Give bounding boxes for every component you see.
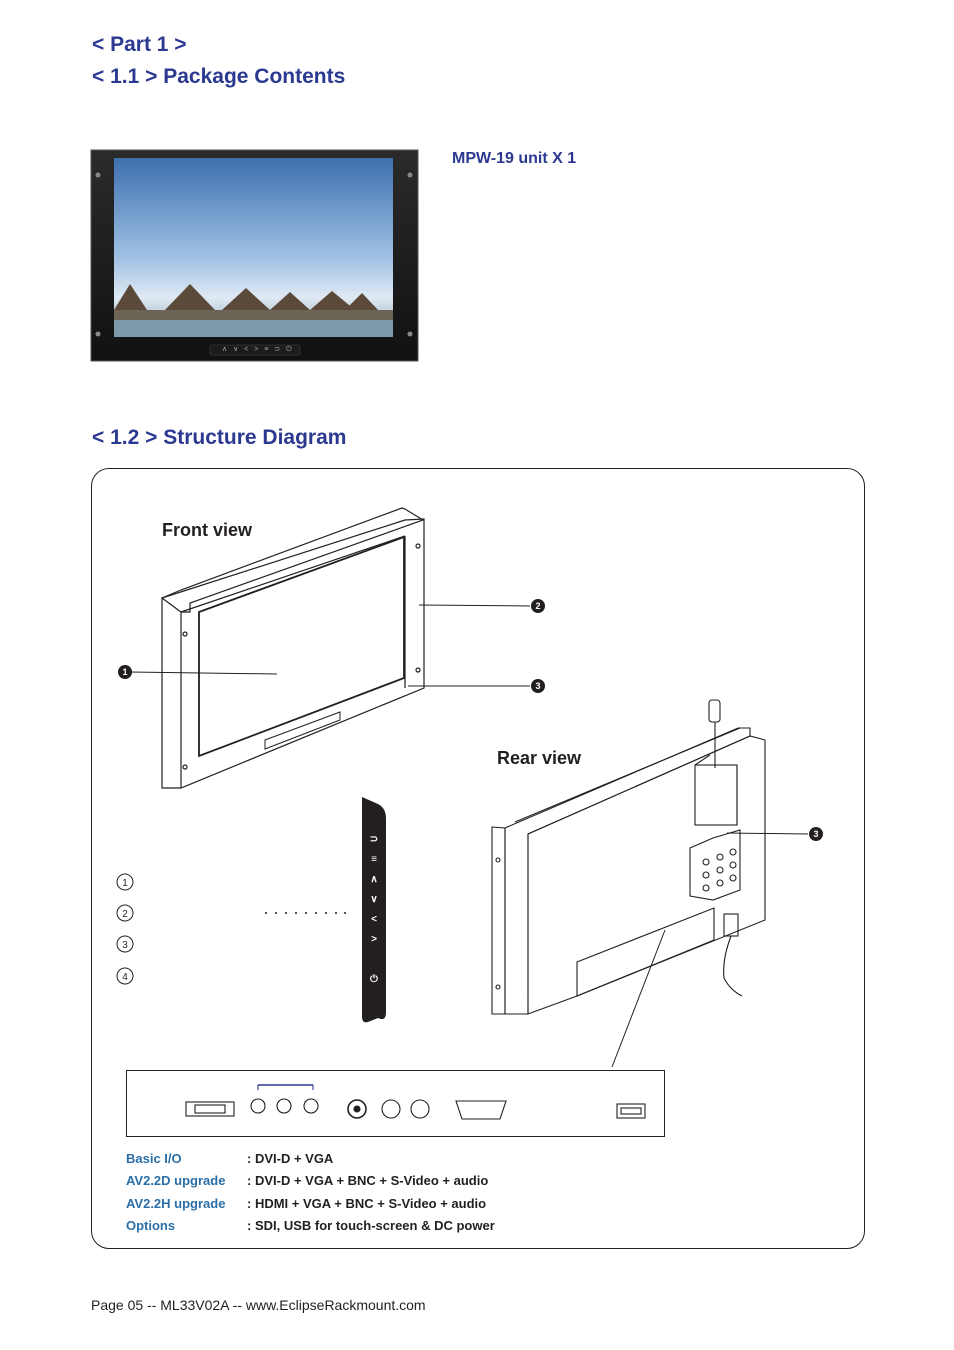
left-icon: < xyxy=(371,914,377,925)
up-icon: ∧ xyxy=(370,874,378,885)
front-view-label: Front view xyxy=(162,520,253,540)
spec-key: Options xyxy=(126,1218,176,1233)
keypad-closeup: ⊃ ≡ ∧ ∨ < > ⏻ xyxy=(366,830,382,990)
structure-diagram-frame xyxy=(91,468,865,1249)
structure-diagram-heading: < 1.2 > Structure Diagram xyxy=(92,426,347,449)
right-icon: > xyxy=(371,934,377,945)
package-contents-heading: < 1.1 > Package Contents xyxy=(92,65,346,88)
spec-key: AV2.2H upgrade xyxy=(126,1196,226,1211)
down-icon: ∨ xyxy=(370,894,378,905)
power-icon: ⏻ xyxy=(286,346,294,353)
up-icon: ∧ xyxy=(222,346,230,353)
page-footer: Page 05 -- ML33V02A -- www.EclipseRackmo… xyxy=(91,1297,426,1313)
part-heading: < Part 1 > xyxy=(92,33,187,56)
photo-keypad: ∧ ∨ < > ≡ ⊃ ⏻ xyxy=(222,345,294,354)
left-icon: < xyxy=(244,346,251,353)
right-icon: > xyxy=(254,346,261,353)
rear-view-label: Rear view xyxy=(497,748,582,768)
spec-value: : DVI-D + VGA + BNC + S-Video + audio xyxy=(247,1173,489,1188)
down-icon: ∨ xyxy=(233,346,241,353)
io-panel xyxy=(126,1070,665,1137)
spec-value: : SDI, USB for touch-screen & DC power xyxy=(247,1218,495,1233)
package-item-label: MPW-19 unit X 1 xyxy=(452,150,577,167)
spec-key: AV2.2D upgrade xyxy=(126,1173,226,1188)
source-icon: ⊃ xyxy=(274,346,283,353)
spec-value: : HDMI + VGA + BNC + S-Video + audio xyxy=(247,1196,487,1211)
source-icon: ⊃ xyxy=(369,834,379,845)
spec-key: Basic I/O xyxy=(126,1151,182,1166)
power-icon: ⏻ xyxy=(370,974,378,985)
menu-icon: ≡ xyxy=(371,854,377,865)
menu-icon: ≡ xyxy=(264,346,271,353)
spec-value: : DVI-D + VGA xyxy=(247,1151,334,1166)
